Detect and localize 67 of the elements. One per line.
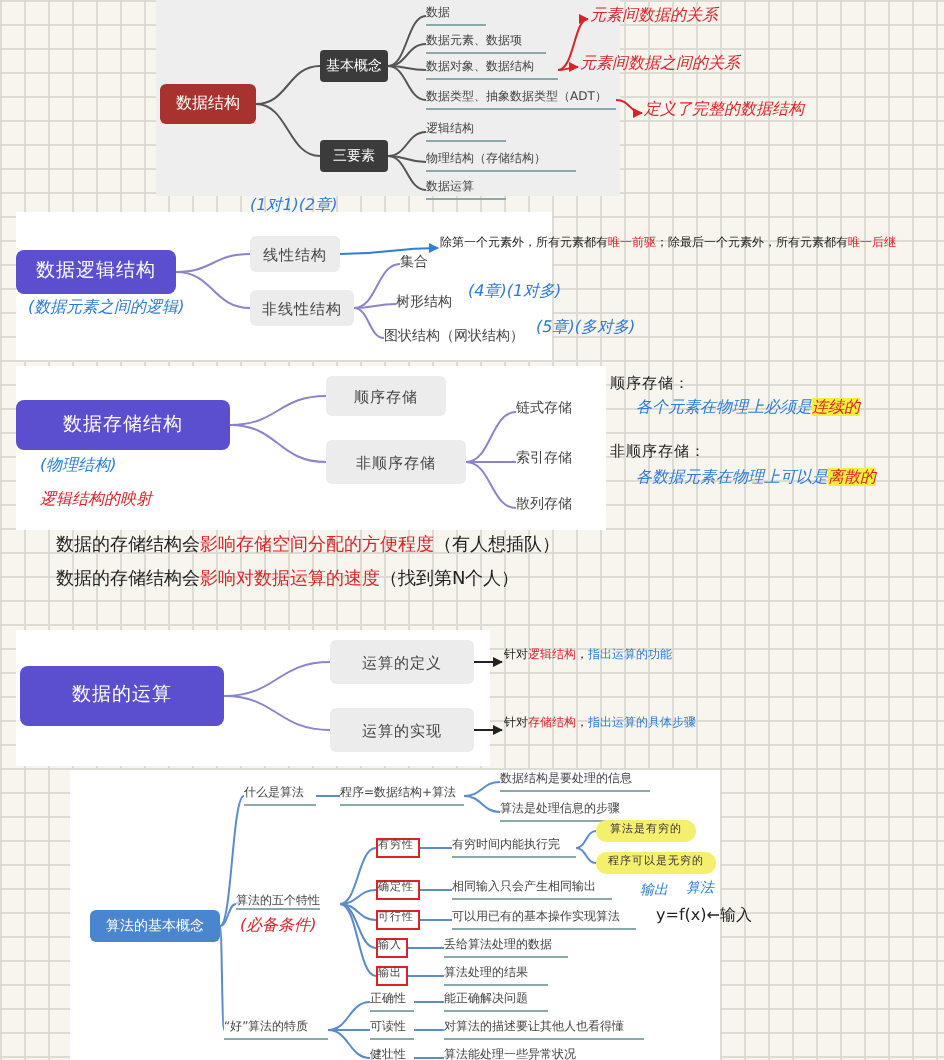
- connector: [419, 889, 453, 891]
- connector: [413, 1001, 445, 1003]
- connector: [339, 903, 377, 921]
- handwritten-note: 各个元素在物理上必须是连续的: [636, 398, 860, 418]
- connector: [387, 155, 427, 163]
- connector: [387, 43, 427, 67]
- arrow: [557, 16, 589, 71]
- connector: [219, 795, 245, 927]
- connector: [575, 847, 597, 864]
- handwritten-note: (物理结构): [40, 456, 117, 476]
- connector: [387, 131, 427, 157]
- handwritten-note: (数据元素之间的逻辑): [28, 298, 185, 318]
- arrow: [339, 243, 439, 255]
- handwritten-note: 逻辑结构的映射: [40, 490, 152, 510]
- connector: [463, 781, 501, 797]
- handwritten-note: 数据的存储结构会影响存储空间分配的方便程度（有人想插队）: [56, 536, 560, 558]
- arrow: [615, 99, 643, 118]
- connector: [339, 847, 377, 905]
- connector: [229, 424, 327, 463]
- topic-box: 数据的运算: [20, 666, 224, 726]
- connector: [327, 1029, 371, 1031]
- topic-box: 数据存储结构: [16, 400, 230, 450]
- connector: [465, 461, 517, 463]
- connector: [419, 919, 453, 921]
- handwritten-note: 数据的存储结构会影响对数据运算的速度（找到第N个人）: [56, 570, 520, 592]
- handwritten-note: (4章)(1对多): [468, 282, 562, 302]
- connector: [327, 1001, 371, 1031]
- connector: [387, 15, 427, 67]
- connector: [327, 1029, 371, 1059]
- connector: [387, 65, 427, 71]
- connector: [413, 1057, 445, 1059]
- connector: [223, 695, 331, 731]
- handwritten-note: (1对1)(2章): [250, 196, 338, 216]
- handwritten-note: 定义了完整的数据结构: [644, 100, 884, 126]
- arrow: [473, 657, 503, 667]
- connector: [407, 975, 445, 977]
- connector: [353, 307, 385, 339]
- handwritten-note: 元素间数据之间的关系: [580, 54, 800, 80]
- handwritten-note: 各数据元素在物理上可以是离散的: [636, 468, 876, 488]
- connector: [315, 795, 341, 797]
- connector: [407, 947, 445, 949]
- handwritten-note: (必备条件): [240, 916, 317, 936]
- handwritten-note: 元素间数据的关系: [590, 6, 810, 32]
- handwritten-note: y=f(x)←输入: [656, 906, 752, 926]
- handwritten-note: (5章)(多对多): [536, 318, 636, 338]
- arrow: [557, 62, 579, 73]
- connector: [219, 903, 237, 927]
- connector: [413, 1029, 445, 1031]
- connector: [255, 65, 321, 105]
- topic-box: 数据逻辑结构: [16, 250, 176, 294]
- connector: [353, 303, 397, 309]
- connector: [339, 903, 377, 949]
- connector: [575, 830, 597, 849]
- connector: [339, 889, 377, 905]
- arrow: [473, 725, 503, 735]
- connector: [465, 461, 517, 509]
- connector: [219, 925, 225, 1031]
- connector: [387, 65, 427, 101]
- connector: [255, 103, 321, 157]
- connector: [463, 795, 501, 813]
- connector: [465, 411, 517, 463]
- root-box: 数据结构: [160, 84, 256, 124]
- connector: [353, 263, 401, 309]
- connector: [419, 847, 453, 849]
- connector: [387, 155, 427, 191]
- connector: [339, 903, 377, 977]
- connector: [175, 271, 251, 309]
